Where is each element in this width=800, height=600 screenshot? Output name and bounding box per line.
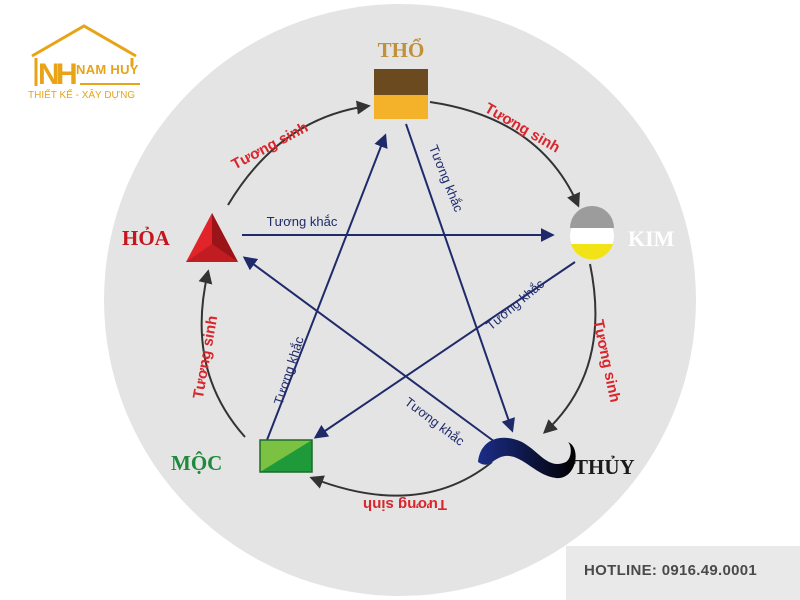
arrow-tho-to-thuy — [405, 123, 515, 433]
arrow-kim-to-thuy — [542, 263, 597, 434]
generating-cycle — [198, 100, 597, 497]
hotline-banner[interactable]: HOTLINE: 0916.49.0001 — [566, 546, 800, 600]
moc-diagonal — [260, 440, 312, 472]
arrow-hoa-to-tho — [227, 100, 371, 206]
house-nh-monogram-icon: N H — [31, 24, 140, 91]
svg-text:H: H — [56, 58, 78, 91]
overcoming-star — [242, 123, 576, 443]
moc-outline — [259, 439, 313, 473]
background-circle — [104, 4, 696, 596]
tho-bottom-block — [374, 95, 428, 119]
hoa-triangle-base — [186, 244, 238, 262]
logo-brand: NAM HUY — [76, 62, 139, 77]
label-kim: KIM — [628, 226, 675, 251]
element-moc: MỘC — [171, 439, 313, 475]
hotline-text: HOTLINE: 0916.49.0001 — [584, 562, 758, 579]
kim-bottom-band — [571, 244, 613, 260]
element-tho: THỔ — [374, 38, 428, 119]
label-generating-thuy-moc: Tương sinh — [363, 496, 447, 513]
thuy-wave-shape — [478, 437, 576, 479]
kim-top-band — [570, 206, 614, 228]
arrow-thuy-to-moc — [309, 461, 493, 497]
tho-top-block — [374, 69, 428, 95]
svg-text:N: N — [38, 58, 60, 91]
label-overcoming-hoa-kim: Tương khắc — [267, 214, 338, 229]
arrow-moc-to-tho — [266, 133, 388, 441]
label-thuy: THỦY — [574, 455, 635, 479]
arrow-moc-to-hoa — [198, 269, 246, 438]
logo-tagline: THIẾT KẾ - XÂY DỰNG — [28, 90, 136, 101]
arrow-thuy-to-hoa — [242, 256, 496, 443]
arrow-tho-to-kim — [429, 101, 580, 208]
company-logo[interactable]: N H NAM HUY THIẾT KẾ - XÂY DỰNG — [28, 24, 158, 114]
element-thuy: THỦY — [478, 437, 635, 479]
element-hoa: HỎA — [122, 213, 238, 262]
element-kim: KIM — [570, 206, 675, 260]
arrow-kim-to-moc — [313, 261, 576, 439]
label-tho: THỔ — [378, 38, 425, 62]
label-hoa: HỎA — [122, 226, 171, 250]
label-moc: MỘC — [171, 451, 222, 475]
hoa-triangle-shade — [212, 213, 238, 262]
